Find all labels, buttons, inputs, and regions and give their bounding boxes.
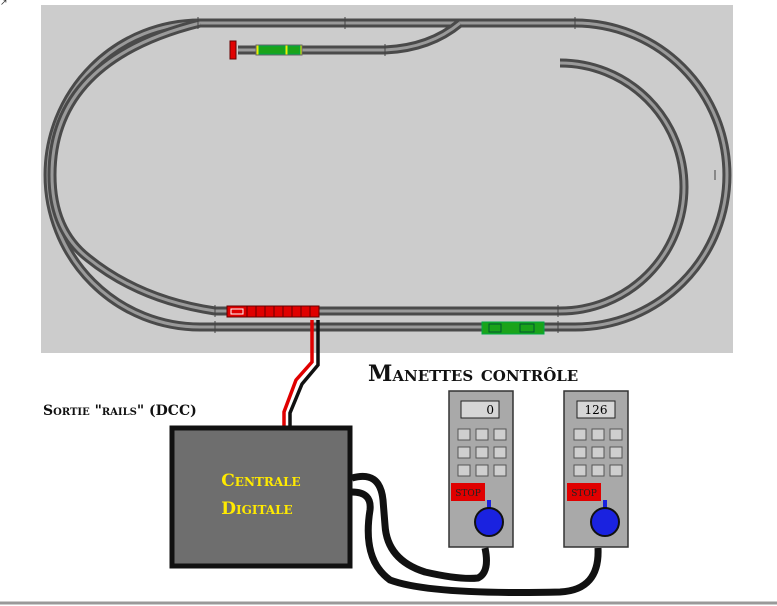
throttle-2-display-value: 126 <box>585 403 608 417</box>
throttle-2-keypad[interactable] <box>573 428 623 477</box>
throttle-2-stop-label: STOP <box>571 489 597 499</box>
throttle-1-stop-button[interactable] <box>451 483 485 501</box>
throttle-1-keypad[interactable] <box>457 428 507 477</box>
track-joints <box>45 17 716 333</box>
throttles-title: Manettes contrôle <box>368 361 578 387</box>
locomotive-siding[interactable] <box>255 44 303 56</box>
station-label-line1: Centrale <box>221 471 300 491</box>
station-label-line2: Digitale <box>221 499 292 519</box>
throttle-1-stop-label: STOP <box>455 489 481 499</box>
throttle-2-stop-button[interactable] <box>567 483 601 501</box>
inner-loop-track <box>47 18 689 316</box>
throttle-2-display <box>576 400 616 419</box>
rail-output-wires <box>282 320 320 430</box>
train-red[interactable] <box>226 305 320 318</box>
command-station: Centrale Digitale <box>169 425 353 569</box>
train-green[interactable] <box>481 321 545 335</box>
output-label: Sortie "rails" (DCC) <box>43 403 197 419</box>
throttle-1: 0 STOP <box>448 390 514 548</box>
throttle-1-display <box>460 400 500 419</box>
throttle-1-speed-knob[interactable] <box>474 507 504 537</box>
siding-track <box>238 19 463 55</box>
throttle-cables <box>351 472 602 596</box>
throttle-2: 126 STOP <box>563 390 629 548</box>
throttle-2-speed-knob[interactable] <box>590 507 620 537</box>
maximize-icon[interactable]: ↗ <box>0 0 8 8</box>
layout-board <box>41 5 733 353</box>
buffer-stop <box>229 40 237 60</box>
throttle-1-display-value: 0 <box>486 403 494 417</box>
